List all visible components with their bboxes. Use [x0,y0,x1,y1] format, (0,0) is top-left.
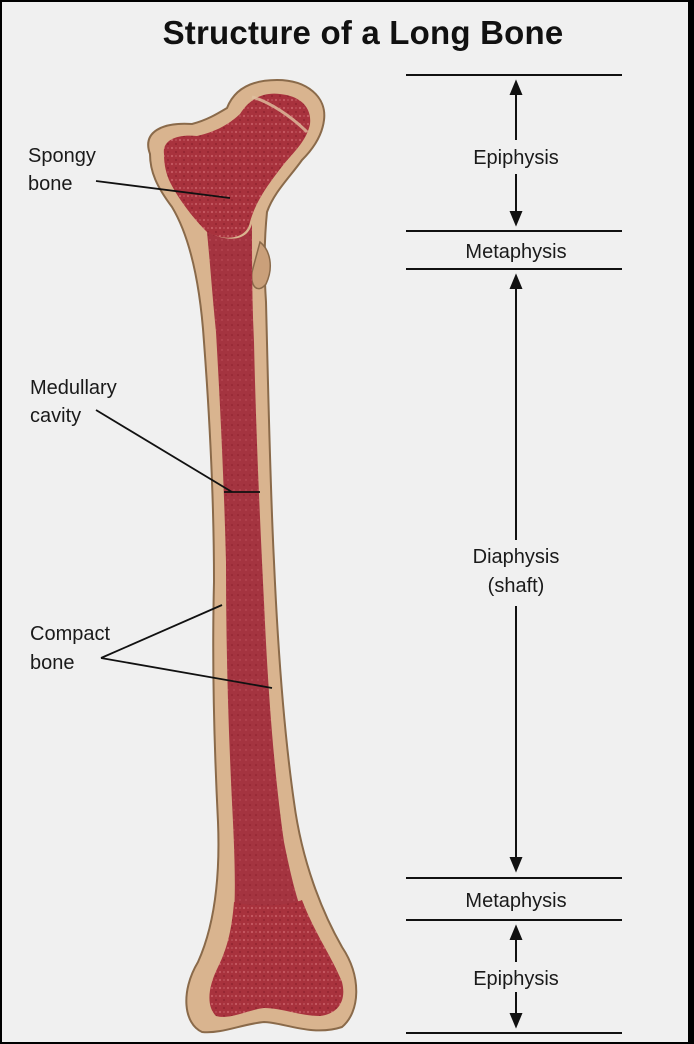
region-epiphysis-top: Epiphysis [473,147,559,169]
arrowhead-up [511,82,521,94]
arrowhead-down [511,1014,521,1026]
label-medullary-line1: Medullary [30,377,117,399]
arrowhead-down [511,212,521,224]
arrowhead-down [511,858,521,870]
label-spongy-line2: bone [28,173,73,195]
label-medullary-line2: cavity [30,405,81,427]
region-diaphysis-line1: Diaphysis [473,546,560,568]
region-metaphysis-bottom: Metaphysis [465,890,566,912]
label-spongy-line1: Spongy [28,145,96,167]
label-compact-line2: bone [30,652,75,674]
arrowhead-up [511,927,521,939]
region-metaphysis-top: Metaphysis [465,241,566,263]
region-epiphysis-bottom: Epiphysis [473,968,559,990]
arrowhead-up [511,276,521,288]
label-compact-line1: Compact [30,623,110,645]
region-diaphysis-line2: (shaft) [488,575,545,597]
leader-compact-bone-1 [101,605,222,658]
